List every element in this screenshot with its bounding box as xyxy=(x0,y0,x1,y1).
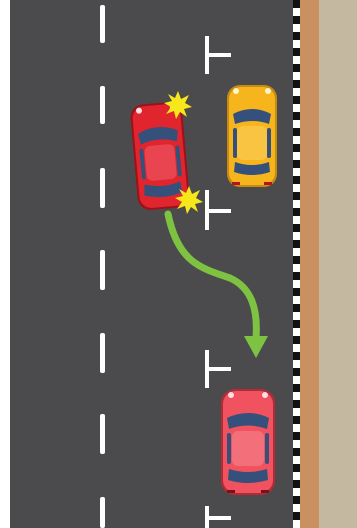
curb-block xyxy=(293,392,300,400)
curb-block xyxy=(293,152,300,160)
curb-block xyxy=(293,72,300,80)
curb-block xyxy=(293,112,300,120)
curb-block xyxy=(293,448,300,456)
curb-block xyxy=(293,248,300,256)
curb-block xyxy=(293,232,300,240)
curb-block xyxy=(293,240,300,248)
pink-car-icon xyxy=(221,389,275,495)
curb-block xyxy=(293,168,300,176)
curb-block xyxy=(293,512,300,520)
curb-block xyxy=(293,296,300,304)
curb-block xyxy=(293,40,300,48)
curb-block xyxy=(293,304,300,312)
curb-block xyxy=(293,376,300,384)
curb-block xyxy=(293,176,300,184)
curb-block xyxy=(293,200,300,208)
curb-block xyxy=(293,80,300,88)
curb-block xyxy=(293,320,300,328)
curb-block xyxy=(293,136,300,144)
curb-block xyxy=(293,184,300,192)
curb-block xyxy=(293,104,300,112)
curb-block xyxy=(293,88,300,96)
curb-block xyxy=(293,96,300,104)
curb-block xyxy=(293,144,300,152)
curb-block xyxy=(293,280,300,288)
sidewalk xyxy=(319,0,357,528)
curb-stripe xyxy=(300,0,319,528)
curb-block xyxy=(293,344,300,352)
curb-block xyxy=(293,424,300,432)
curb-block xyxy=(293,504,300,512)
curb-block xyxy=(293,208,300,216)
curb-block xyxy=(293,64,300,72)
curb-block xyxy=(293,440,300,448)
curb-block xyxy=(293,520,300,528)
curb xyxy=(293,0,300,528)
curb-block xyxy=(293,328,300,336)
curb-block xyxy=(293,400,300,408)
curb-block xyxy=(293,8,300,16)
curb-block xyxy=(293,408,300,416)
curb-block xyxy=(293,0,300,8)
curb-block xyxy=(293,224,300,232)
curb-block xyxy=(293,256,300,264)
curb-block xyxy=(293,360,300,368)
curb-block xyxy=(293,128,300,136)
curb-block xyxy=(293,24,300,32)
curb-block xyxy=(293,352,300,360)
curb-block xyxy=(293,16,300,24)
curb-block xyxy=(293,216,300,224)
curb-block xyxy=(293,472,300,480)
curb-block xyxy=(293,488,300,496)
curb-block xyxy=(293,480,300,488)
curb-block xyxy=(293,312,300,320)
curb-block xyxy=(293,496,300,504)
curb-block xyxy=(293,56,300,64)
curb-block xyxy=(293,456,300,464)
yellow-car-icon xyxy=(227,85,277,187)
curb-block xyxy=(293,384,300,392)
curb-block xyxy=(293,272,300,280)
curb-block xyxy=(293,160,300,168)
curb-block xyxy=(293,464,300,472)
curb-block xyxy=(293,120,300,128)
curb-block xyxy=(293,416,300,424)
curb-block xyxy=(293,192,300,200)
curb-block xyxy=(293,48,300,56)
curb-block xyxy=(293,288,300,296)
red-car-icon xyxy=(129,101,190,211)
curb-block xyxy=(293,264,300,272)
curb-block xyxy=(293,368,300,376)
curb-block xyxy=(293,432,300,440)
curb-block xyxy=(293,336,300,344)
curb-block xyxy=(293,32,300,40)
